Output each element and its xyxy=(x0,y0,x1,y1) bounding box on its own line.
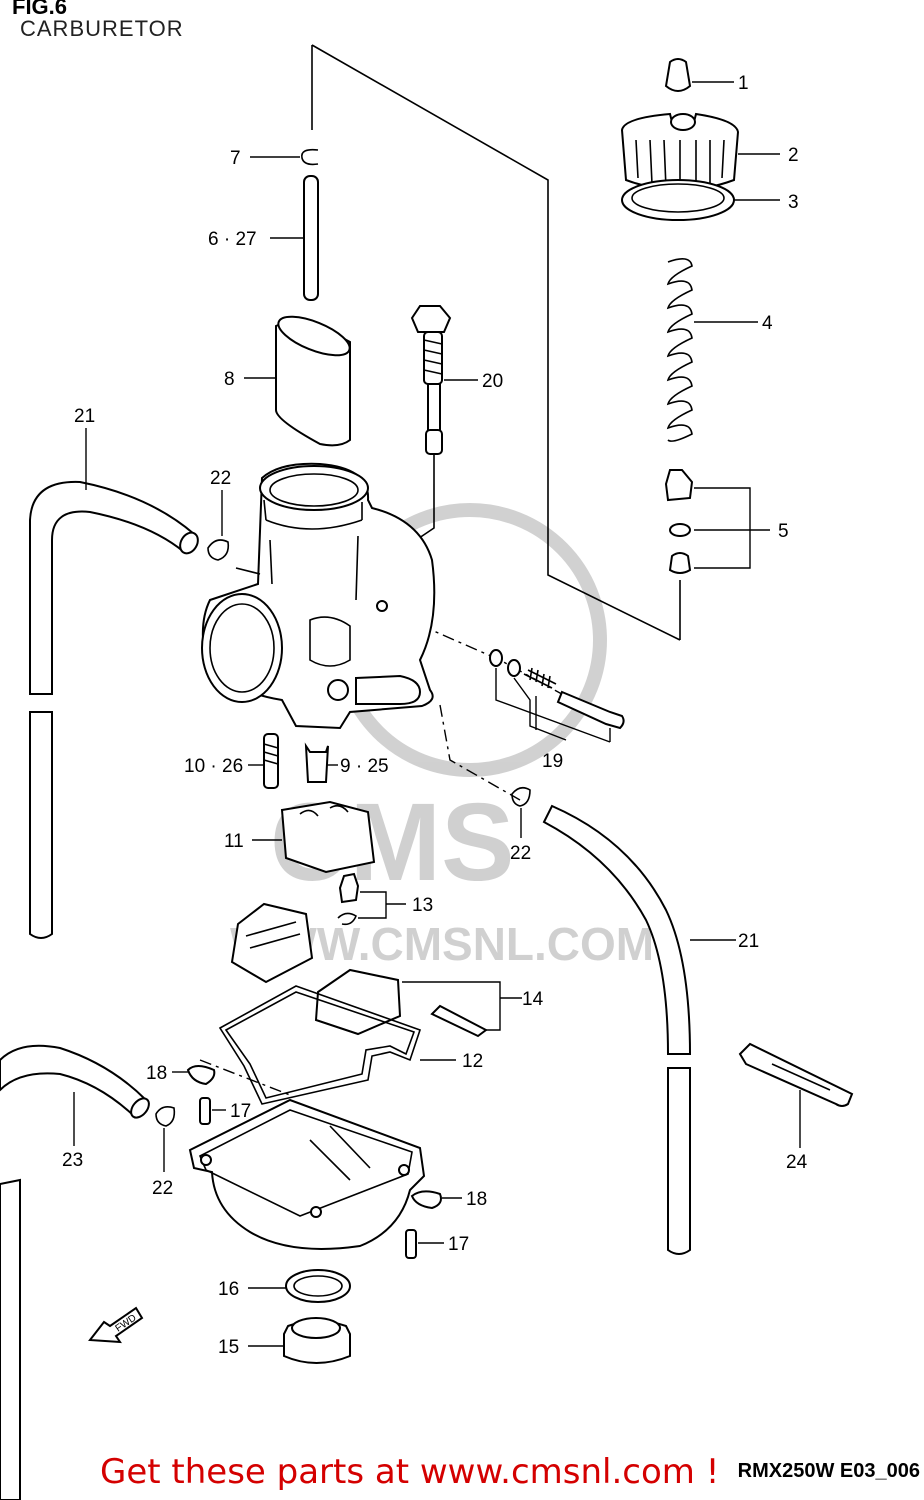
assembly-lines xyxy=(199,44,681,1096)
part-17-screw xyxy=(199,1097,444,1259)
label-1: 1 xyxy=(738,73,749,94)
part-14-float-pin xyxy=(314,968,522,1038)
label-18-top: 18 xyxy=(146,1063,167,1084)
part-19-air-screw-set xyxy=(489,649,625,743)
part-4-spring xyxy=(666,258,758,442)
label-17-top: 17 xyxy=(230,1101,251,1122)
label-16: 16 xyxy=(218,1279,239,1300)
label-13: 13 xyxy=(412,895,433,916)
label-23: 23 xyxy=(62,1150,83,1171)
label-8: 8 xyxy=(224,369,235,390)
carburetor-body xyxy=(201,462,436,730)
part-1-cap xyxy=(664,58,734,92)
part-9-main-jet xyxy=(304,742,338,783)
part-21-right-tube xyxy=(542,804,736,1255)
part-10-needle-jet xyxy=(248,733,279,789)
label-18-bottom: 18 xyxy=(466,1189,487,1210)
part-7-clip xyxy=(250,148,319,166)
part-3-gasket xyxy=(621,179,780,221)
label-3: 3 xyxy=(788,192,799,213)
label-10-26: 10 · 26 xyxy=(184,756,243,777)
label-22-bottom: 22 xyxy=(152,1178,173,1199)
part-2-top-cap xyxy=(620,112,780,191)
label-22-top: 22 xyxy=(210,468,231,489)
label-24: 24 xyxy=(786,1152,808,1173)
label-19: 19 xyxy=(542,751,563,772)
part-20-starter-plunger xyxy=(325,305,478,629)
part-21-left-tube xyxy=(29,428,199,939)
label-7: 7 xyxy=(230,148,241,169)
part-11-float xyxy=(252,800,376,874)
part-12-gasket xyxy=(218,985,456,1105)
part-8-throttle-valve xyxy=(244,315,351,447)
label-6-27: 6 · 27 xyxy=(208,229,257,250)
part-5-needle-retainer xyxy=(664,469,770,574)
part-18-clamp xyxy=(172,1065,462,1210)
figure-title: FIG.6 xyxy=(12,0,68,19)
label-4: 4 xyxy=(762,313,773,334)
label-20: 20 xyxy=(482,371,503,392)
part-6-jet-needle xyxy=(270,175,319,301)
label-5: 5 xyxy=(778,521,789,542)
part-16-o-ring xyxy=(248,1269,351,1303)
label-21-right: 21 xyxy=(738,931,759,952)
callout-labels: 1 2 3 4 5 6 · 27 7 8 9 · 25 10 · 26 11 1… xyxy=(62,73,808,1358)
float-left xyxy=(230,902,314,984)
label-15: 15 xyxy=(218,1337,239,1358)
part-24-bracket xyxy=(738,1042,854,1148)
label-17-bottom: 17 xyxy=(448,1234,469,1255)
diagram-code: RMX250W E03_006 xyxy=(737,1460,920,1482)
label-9-25: 9 · 25 xyxy=(340,756,389,777)
label-21-left: 21 xyxy=(74,406,95,427)
promo-banner-link[interactable]: Get these parts at www.cmsnl.com ! xyxy=(100,1452,720,1492)
part-23-overflow-tube xyxy=(0,1044,150,1500)
label-11: 11 xyxy=(224,831,244,852)
label-12: 12 xyxy=(462,1051,483,1072)
figure-subtitle: CARBURETOR xyxy=(20,16,184,41)
part-13-needle-valve xyxy=(337,872,406,926)
part-22-clamps xyxy=(155,490,531,1172)
part-15-drain-plug xyxy=(248,1317,351,1364)
fwd-arrow: FWD xyxy=(88,1306,144,1344)
label-2: 2 xyxy=(788,145,799,166)
label-22-middle: 22 xyxy=(510,843,531,864)
float-chamber xyxy=(188,1098,426,1250)
label-14: 14 xyxy=(522,989,544,1010)
